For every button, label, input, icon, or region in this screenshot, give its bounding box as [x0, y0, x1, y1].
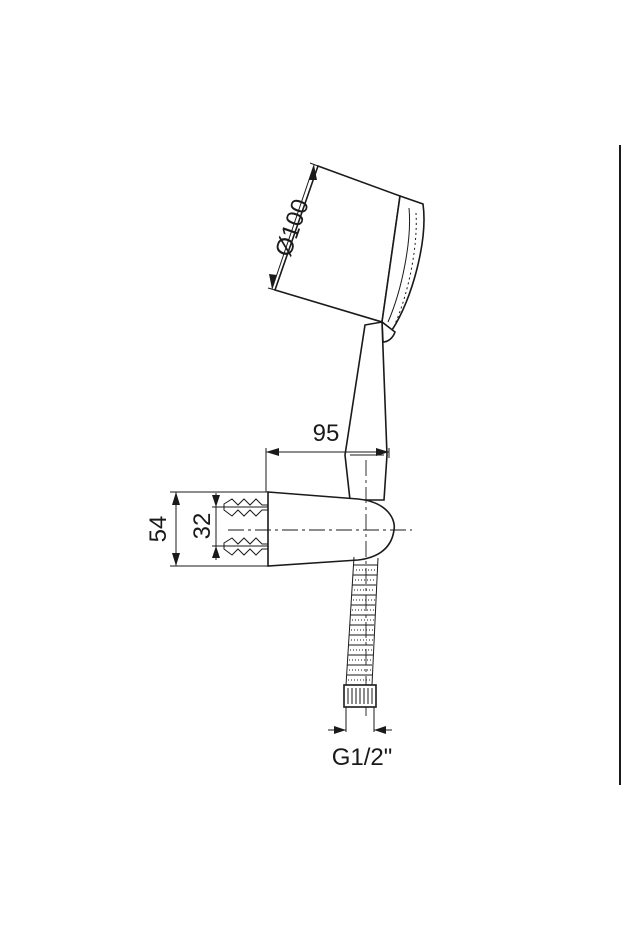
dimension-holder-projection: 95	[265, 420, 390, 492]
page-edge-rule	[619, 145, 621, 785]
screw-lower	[220, 537, 269, 556]
wall-bracket	[267, 491, 396, 567]
centerlines	[228, 460, 412, 716]
dim-connection-thread: G1/2"	[332, 744, 393, 771]
screw-upper	[220, 498, 269, 517]
hose-nut	[343, 684, 377, 732]
wall-anchor-screws	[220, 498, 269, 556]
dim-screw-spacing: 32	[189, 513, 216, 540]
dimension-mount-height: 54	[145, 491, 268, 567]
dim-mount-height: 54	[145, 516, 172, 543]
dimension-screw-spacing: 32	[189, 493, 226, 560]
dimension-connection-thread: G1/2"	[328, 726, 392, 771]
shower-hose	[345, 556, 379, 686]
dim-holder-projection: 95	[313, 420, 340, 447]
shower-head	[273, 164, 425, 343]
